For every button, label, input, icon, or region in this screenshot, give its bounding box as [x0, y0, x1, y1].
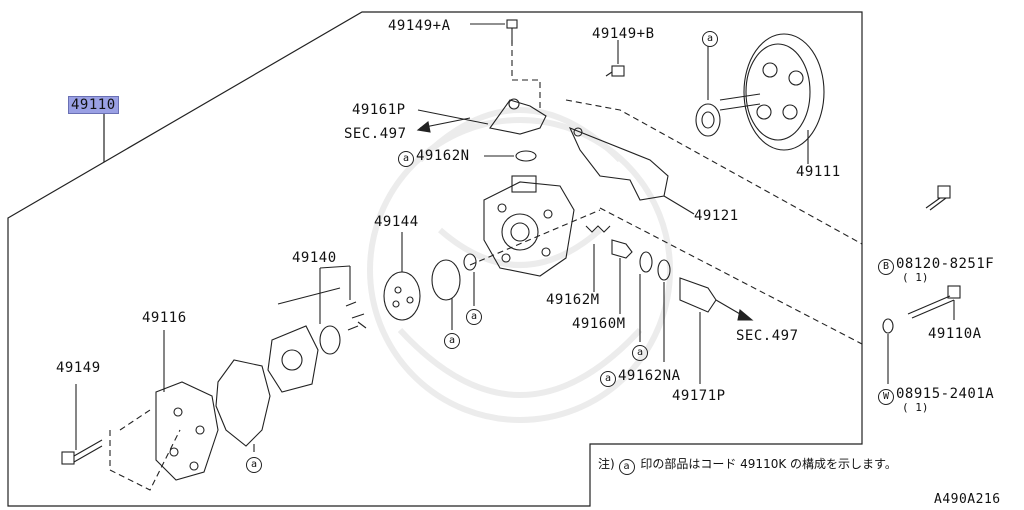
part-49160m-label[interactable]: 49160M [572, 316, 626, 332]
part-49116-label[interactable]: 49116 [142, 310, 187, 326]
washer-shape [882, 318, 894, 334]
bracket-49121-shape [568, 126, 695, 215]
marker-a-seal-1: a [444, 330, 462, 349]
sec-arrow-1-head [416, 121, 431, 133]
footnote-text: 印の部品はコード 49110K の構成を示します。 [640, 457, 897, 471]
part-49149b-label[interactable]: 49149+B [592, 26, 655, 42]
footnote-prefix: 注) [598, 457, 615, 471]
bolt-08120-shape [925, 185, 951, 211]
sec-arrow-2-head [737, 308, 754, 321]
part-49144-label[interactable]: 49144 [374, 214, 419, 230]
cover-49116-shape [155, 330, 219, 481]
bolt-49149b-shape [605, 40, 625, 77]
marker-a-icon: a [618, 459, 635, 475]
assembly-dash-lines [109, 40, 863, 491]
sec-ref-2[interactable]: SEC.497 [736, 328, 799, 344]
part-49162m-label[interactable]: 49162M [546, 292, 600, 308]
gasket-shape [215, 359, 271, 447]
bolt-49149-shape [61, 384, 103, 465]
pump-body-shape [483, 175, 575, 277]
part-49110-label[interactable]: 49110 [68, 96, 119, 114]
oring-a2 [657, 259, 671, 281]
bolt-49110a-shape [907, 285, 961, 320]
marker-w-icon: W [878, 389, 894, 405]
bolt-49149a-shape [470, 19, 518, 44]
marker-a-oring: a [632, 342, 650, 361]
part-49110a-label[interactable]: 49110A [928, 326, 982, 342]
connector-49171p-shape [679, 277, 741, 384]
sec-ref-1[interactable]: SEC.497 [344, 126, 407, 142]
marker-a-icon: a [600, 371, 616, 387]
qty-08915: ( 1) [902, 401, 929, 414]
oring-a1 [639, 251, 653, 273]
footnote: 注) a 印の部品はコード 49110K の構成を示します。 [598, 456, 897, 475]
marker-a-seal-2: a [466, 306, 484, 325]
marker-a-pulley: a [702, 28, 720, 47]
plate-49144-shape [383, 232, 421, 321]
part-49121-label[interactable]: 49121 [694, 208, 739, 224]
part-49171p-label[interactable]: 49171P [672, 388, 726, 404]
seal-large [431, 259, 461, 301]
cartridge-49140-shape [267, 265, 367, 393]
oring-49162n-shape [515, 150, 537, 162]
valve-spring-shape [585, 225, 633, 314]
part-49140-label[interactable]: 49140 [292, 250, 337, 266]
assembly-boundary [7, 11, 863, 507]
seal-small [463, 253, 477, 271]
marker-b-icon: B [878, 259, 894, 275]
part-49149a-label[interactable]: 49149+A [388, 18, 451, 34]
part-49149-label[interactable]: 49149 [56, 360, 101, 376]
marker-a-gasket: a [246, 454, 264, 473]
part-49161p-label[interactable]: 49161P [352, 102, 406, 118]
qty-08120: ( 1) [902, 271, 929, 284]
part-49111-label[interactable]: 49111 [796, 164, 841, 180]
diagram-code: A490A216 [934, 492, 1001, 507]
fitting-49161p-shape [417, 98, 547, 135]
marker-a-icon: a [398, 151, 414, 167]
pulley-49111-shape [695, 33, 825, 164]
